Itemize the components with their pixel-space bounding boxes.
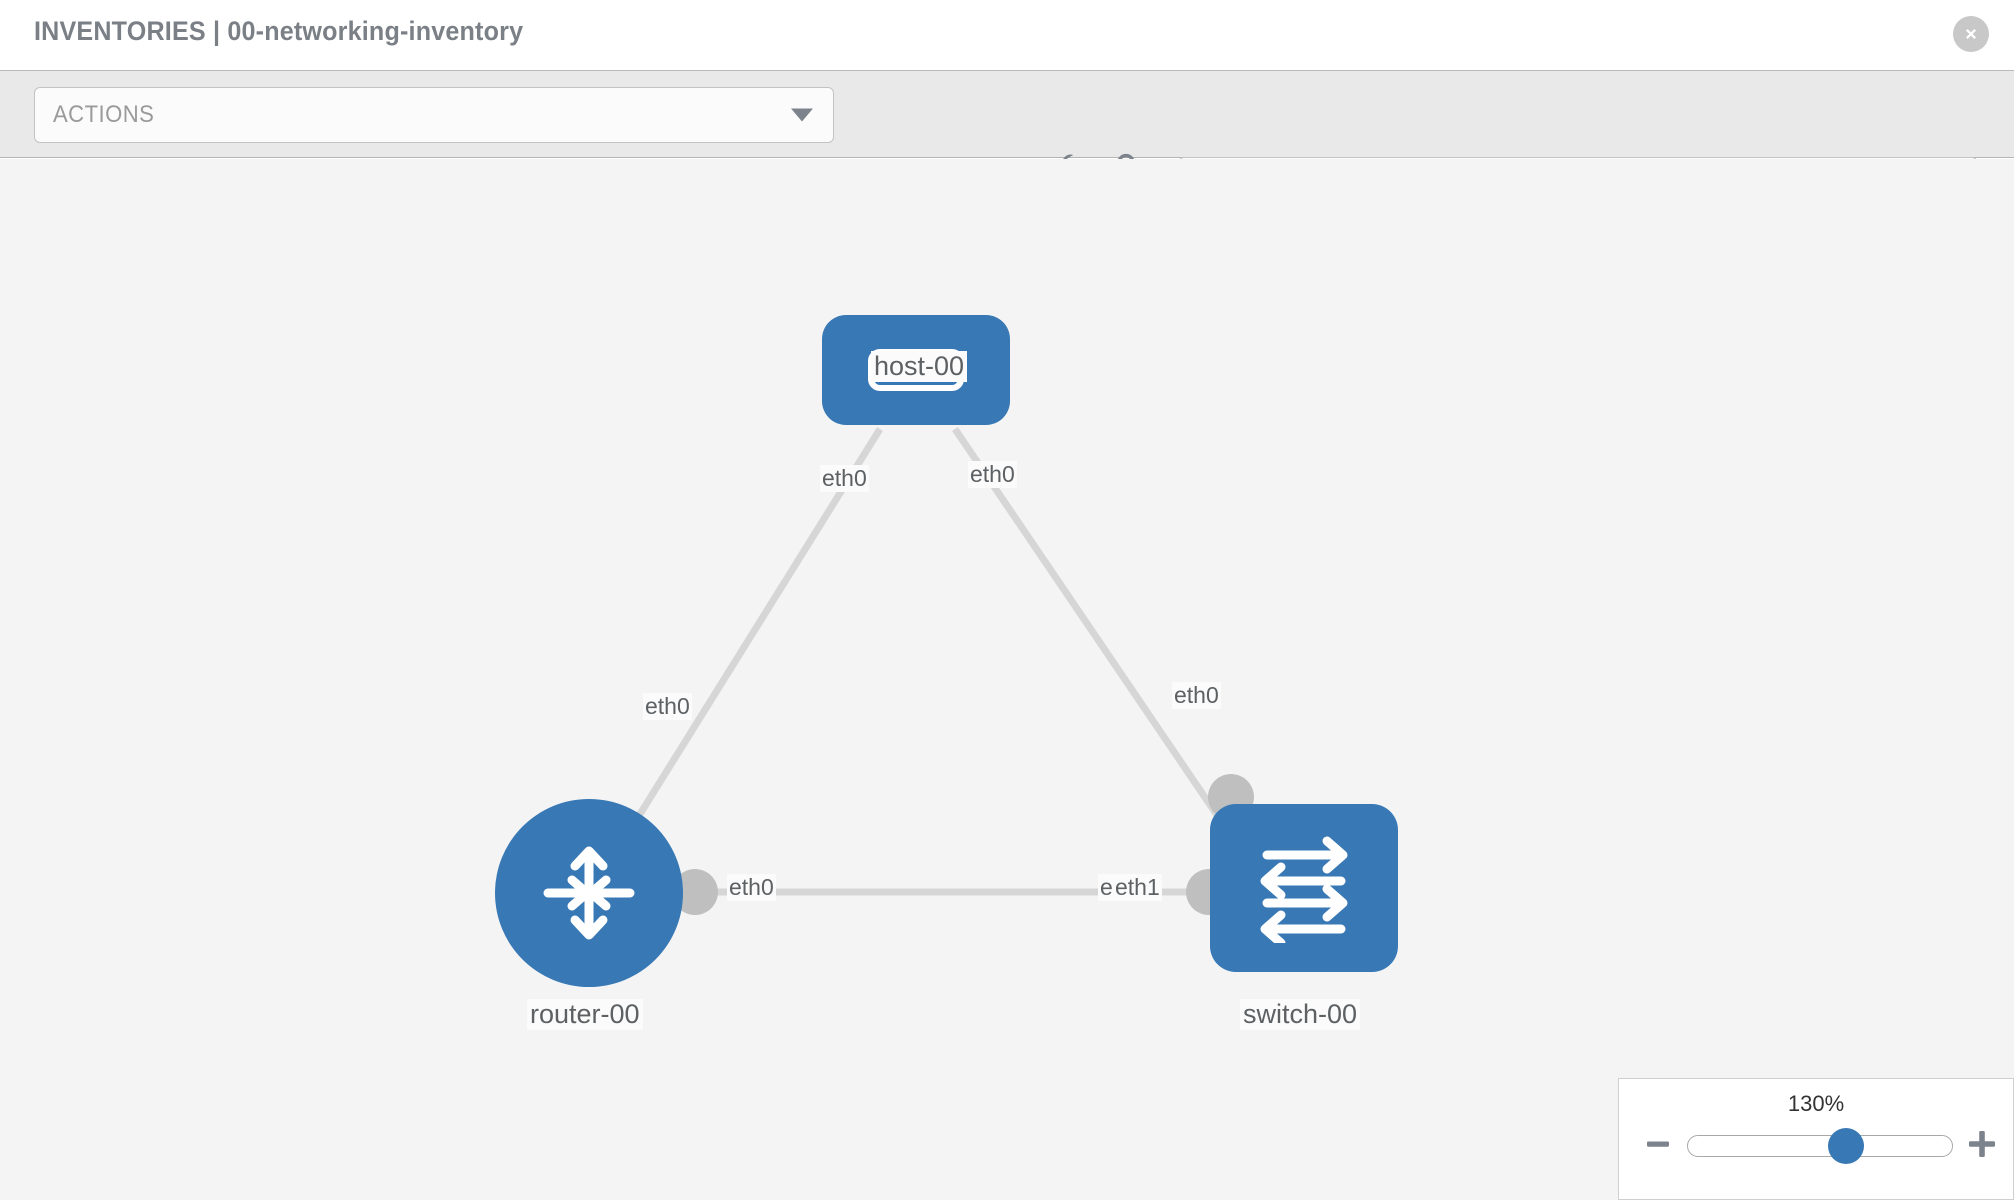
plus-icon[interactable] xyxy=(1965,1127,1999,1161)
node-host-00-label: host-00 xyxy=(871,351,968,382)
edge-label-switch-up: eth0 xyxy=(1172,682,1221,709)
zoom-slider-thumb[interactable] xyxy=(1828,1128,1865,1164)
edge-label-host-right: eth0 xyxy=(968,461,1017,488)
minus-icon[interactable] xyxy=(1641,1127,1675,1161)
node-switch-00-shape[interactable] xyxy=(1210,804,1398,972)
close-icon[interactable] xyxy=(1953,16,1989,52)
edge-host-switch xyxy=(952,427,1243,851)
node-router-00-shape[interactable] xyxy=(495,799,683,987)
switch-arrows-icon xyxy=(1260,836,1348,943)
node-switch-00[interactable] xyxy=(1210,804,1398,972)
node-router-00[interactable] xyxy=(495,799,683,987)
topology-canvas[interactable]: host-00 router-00 xyxy=(0,159,2014,1200)
edge-label-switch-left: eth1 xyxy=(1113,874,1162,901)
zoom-slider[interactable] xyxy=(1687,1128,1953,1164)
edge-label-router-up: eth0 xyxy=(643,693,692,720)
edge-host-router xyxy=(609,427,883,861)
chevron-down-icon xyxy=(791,108,813,122)
actions-dropdown[interactable]: ACTIONS xyxy=(34,87,834,143)
page-title: INVENTORIES | 00-networking-inventory xyxy=(34,16,524,46)
page-header: INVENTORIES | 00-networking-inventory xyxy=(0,0,2014,70)
node-router-00-label: router-00 xyxy=(527,999,643,1030)
edge-label-router-right: eth0 xyxy=(727,874,776,901)
node-switch-00-label: switch-00 xyxy=(1240,999,1361,1030)
router-arrows-icon xyxy=(543,846,635,940)
edge-label-host-left: eth0 xyxy=(820,465,869,492)
actions-dropdown-label: ACTIONS xyxy=(53,101,155,128)
toolbar: ACTIONS SEARCH xyxy=(0,70,2014,213)
zoom-level-value: 130% xyxy=(1787,1091,1845,1116)
zoom-control-panel: 130% xyxy=(1618,1078,2014,1200)
